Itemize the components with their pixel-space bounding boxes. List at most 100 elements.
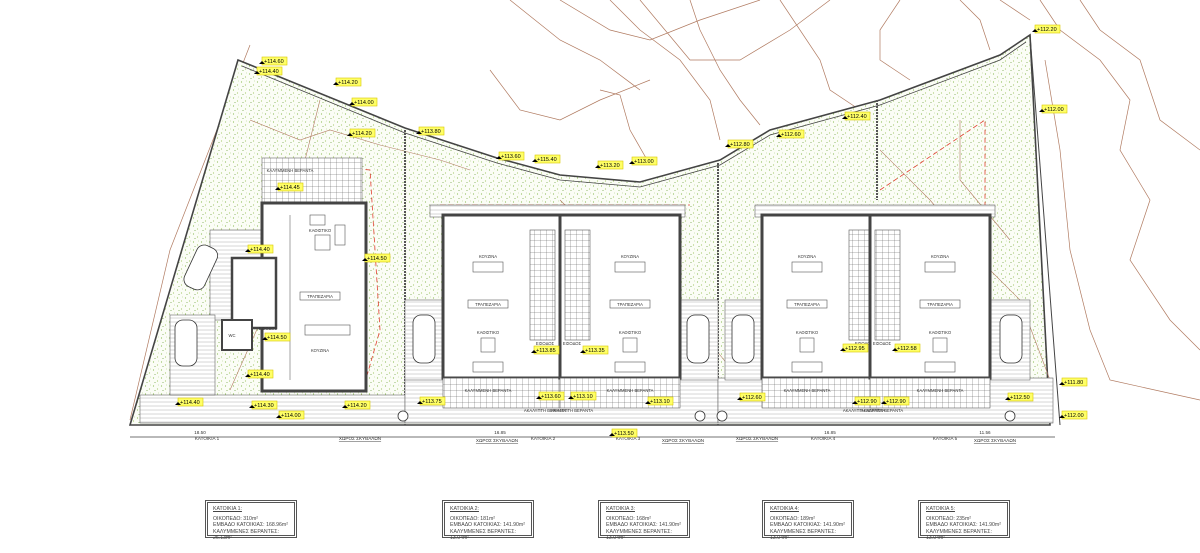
svg-text:+114.20: +114.20 [338, 80, 358, 86]
svg-text:+114.50: +114.50 [367, 256, 387, 262]
info-box-house-5: ΚΑΤΟΙΚΙΑ 5: ΟΙΚΟΠΕΔΟ: 235m² ΕΜΒΑΔΟ ΚΑΤΟΙ… [918, 500, 1010, 541]
svg-text:+113.85: +113.85 [536, 348, 556, 354]
label-waste-area-3: ΧΩΡΟΣ ΣΚΥΒΑΛΩΝ [662, 438, 704, 443]
staircase [874, 229, 901, 341]
room-label-living: ΚΑΘΙΣΤΙΚΟ [619, 330, 642, 335]
elevation-marker-icon [881, 401, 887, 404]
waste-bin-icon [397, 410, 409, 422]
svg-text:+112.20: +112.20 [1037, 27, 1057, 33]
svg-text:+114.40: +114.40 [259, 69, 279, 75]
info-area: ΕΜΒΑΔΟ ΚΑΤΟΙΚΙΑΣ: 168.96m² [213, 522, 288, 528]
parked-cars [174, 244, 1023, 367]
elevation-label: +114.00 [276, 410, 305, 420]
elevation-label: +114.50 [262, 332, 291, 342]
room-label-kitchen: ΚΟΥΖΙΝΑ [798, 254, 816, 259]
elevation-marker-icon [580, 350, 586, 353]
info-title: ΚΑΤΟΙΚΙΑ 5: [926, 506, 955, 512]
elevation-label: +113.00 [629, 156, 658, 166]
elevation-marker-icon [645, 401, 651, 404]
info-verandas: ΚΑΛΥΜΜΕΝΕΣ ΒΕΡΑΝΤΕΣ: 13.04m² [926, 528, 992, 542]
elevation-label: +112.95 [840, 343, 869, 353]
elevation-marker-icon [852, 401, 858, 404]
room-label-open-veranda: ΑΚΑΛΥΠΤΗ ΒΕΡΑΝΤΑ [843, 408, 886, 413]
east-boundary [1029, 34, 1061, 426]
elevation-marker-icon [725, 144, 731, 147]
waste-bin-icon [1004, 410, 1016, 422]
svg-text:+113.60: +113.60 [501, 154, 521, 160]
elevation-marker-icon [629, 161, 635, 164]
staircase [564, 229, 591, 341]
svg-text:+113.10: +113.10 [650, 399, 670, 405]
contour-lines [129, 0, 1200, 421]
elevation-label: +113.85 [531, 345, 560, 355]
info-area: ΕΜΒΑΔΟ ΚΑΤΟΙΚΙΑΣ: 141.90m² [606, 522, 681, 528]
room-label-entrance: ΕΙΣΟΔΟΣ [259, 326, 278, 331]
dimension-line: 18.50 16.85 16.85 11.56 [130, 430, 1055, 438]
elevation-label: +113.60 [536, 391, 565, 401]
info-box-house-2: ΚΑΤΟΙΚΙΑ 2: ΟΙΚΟΠΕΔΟ: 181m² ΕΜΒΑΔΟ ΚΑΤΟΙ… [442, 500, 534, 541]
room-label-open-veranda: ΑΚΑΛΥΠΤΗ ΒΕΡΑΝΤΑ [551, 408, 594, 413]
elevation-label: +112.00 [1059, 410, 1088, 420]
room-label-open-veranda: ΑΚΑΛΥΠΤΗ ΒΕΡΑΝΤΑ [861, 408, 904, 413]
svg-text:+113.10: +113.10 [573, 394, 593, 400]
svg-text:+112.80: +112.80 [730, 142, 750, 148]
info-verandas: ΚΑΛΥΜΜΕΝΕΣ ΒΕΡΑΝΤΕΣ: 26.13m² [213, 528, 279, 542]
elevation-marker-icon [362, 258, 368, 261]
room-label-kitchen: ΚΟΥΖΙΝΑ [311, 348, 329, 353]
elevation-marker-icon [175, 402, 181, 405]
room-label-dining: ΤΡΑΠΕΖΑΡΙΑ [927, 302, 953, 307]
elevation-label: +114.30 [249, 400, 278, 410]
elevation-label: +113.20 [595, 160, 624, 170]
house-1-plan: ΚΑΘΙΣΤΙΚΟ ΤΡΑΠΕΖΑΡΙΑ ΚΟΥΖΙΝΑ ΕΙΣΟΔΟΣ WC … [221, 168, 368, 393]
elevation-label: +114.40 [245, 369, 274, 379]
svg-text:+112.50: +112.50 [1010, 395, 1030, 401]
label-waste-area-5: ΧΩΡΟΣ ΣΚΥΒΑΛΩΝ [974, 438, 1016, 443]
elevation-label: +112.60 [776, 129, 805, 139]
bottom-labels: ΚΑΤΟΙΚΙΑ 1 ΧΩΡΟΣ ΣΚΥΒΑΛΩΝ ΧΩΡΟΣ ΣΚΥΒΑΛΩΝ… [195, 436, 1016, 443]
room-label-kitchen: ΚΟΥΖΙΝΑ [479, 254, 497, 259]
elevation-marker-icon [536, 396, 542, 399]
svg-text:+114.60: +114.60 [264, 59, 284, 65]
info-area: ΕΜΒΑΔΟ ΚΑΤΟΙΚΙΑΣ: 141.90m² [450, 522, 525, 528]
plot-dividers [404, 100, 878, 425]
svg-text:+114.20: +114.20 [352, 131, 372, 137]
svg-text:+112.95: +112.95 [845, 346, 865, 352]
info-box-house-1: ΚΑΤΟΙΚΙΑ 1: ΟΙΚΟΠΕΔΟ: 310m² ΕΜΒΑΔΟ ΚΑΤΟΙ… [205, 500, 297, 541]
elevation-marker-icon [275, 187, 281, 190]
room-label-entrance: ΕΙΣΟΔΟΣ [536, 341, 555, 346]
elevation-marker-icon [1039, 109, 1045, 112]
info-plot: ΟΙΚΟΠΕΔΟ: 189m² [770, 515, 815, 522]
dimension-house-4: 16.85 [824, 430, 836, 435]
svg-text:+112.40: +112.40 [847, 114, 867, 120]
elevation-marker-icon [532, 159, 538, 162]
svg-text:+113.20: +113.20 [600, 163, 620, 169]
svg-text:+114.50: +114.50 [267, 335, 287, 341]
svg-text:+115.40: +115.40 [537, 157, 557, 163]
elevation-label: +113.10 [568, 391, 597, 401]
elevation-label: +112.58 [892, 343, 921, 353]
staircase [529, 229, 556, 341]
room-label-covered-veranda: ΚΑΛΥΜΜΕΝΗ ΒΕΡΑΝΤΑ [607, 388, 654, 393]
dimension-house-1: 18.50 [194, 430, 206, 435]
svg-text:+112.90: +112.90 [857, 399, 877, 405]
svg-text:+114.40: +114.40 [250, 247, 270, 253]
elevation-marker-icon [347, 133, 353, 136]
elevation-label: +114.40 [175, 397, 204, 407]
svg-text:+113.75: +113.75 [422, 399, 442, 405]
elevation-label: +112.80 [725, 139, 754, 149]
elevation-label: +112.00 [1039, 104, 1068, 114]
dimension-house-2: 16.85 [494, 430, 506, 435]
elevation-marker-icon [1005, 397, 1011, 400]
elevation-label: +114.20 [347, 128, 376, 138]
house-5-plan: ΚΟΥΖΙΝΑΤΡΑΠΕΖΑΡΙΑΚΑΘΙΣΤΙΚΟΕΙΣΟΔΟΣΚΑΛΥΜΜΕ… [861, 213, 1016, 422]
elevation-marker-icon [245, 374, 251, 377]
elevation-marker-icon [1059, 382, 1065, 385]
svg-text:+114.30: +114.30 [254, 403, 274, 409]
svg-text:+114.00: +114.00 [281, 413, 301, 419]
elevation-label: +113.10 [645, 396, 674, 406]
info-area: ΕΜΒΑΔΟ ΚΑΤΟΙΚΙΑΣ: 141.90m² [926, 522, 1001, 528]
room-label-dining: ΤΡΑΠΕΖΑΡΙΑ [475, 302, 501, 307]
svg-text:+112.58: +112.58 [897, 346, 917, 352]
elevation-marker-icon [737, 397, 743, 400]
room-label-living: ΚΑΘΙΣΤΙΚΟ [929, 330, 952, 335]
